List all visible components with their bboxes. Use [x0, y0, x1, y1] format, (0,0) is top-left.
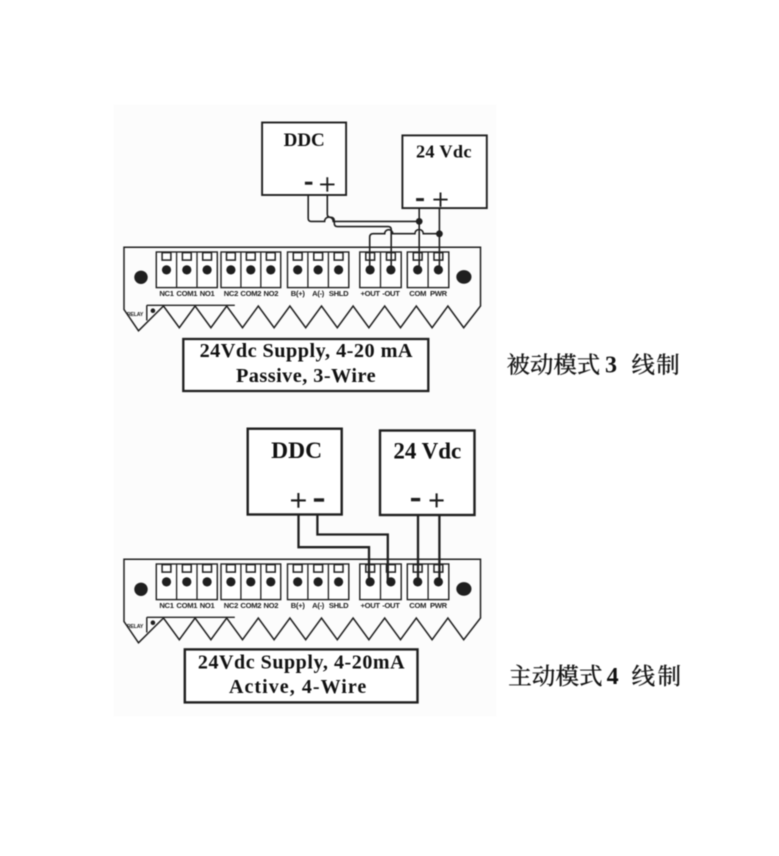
- svg-text:DDC: DDC: [271, 438, 322, 464]
- svg-text:NO1: NO1: [200, 289, 216, 298]
- svg-text:COM: COM: [409, 289, 426, 298]
- svg-text:RELAY: RELAY: [127, 312, 144, 318]
- svg-text:SHLD: SHLD: [329, 289, 349, 298]
- svg-text:24 Vdc: 24 Vdc: [416, 141, 472, 161]
- svg-text:NC1: NC1: [159, 289, 174, 298]
- svg-text:PWR: PWR: [430, 289, 448, 298]
- svg-text:Active, 4-Wire: Active, 4-Wire: [229, 676, 367, 698]
- svg-text:B(+): B(+): [291, 289, 306, 298]
- svg-text:COM2: COM2: [240, 289, 261, 298]
- svg-text:NC2: NC2: [224, 289, 238, 298]
- svg-text:Passive, 3-Wire: Passive, 3-Wire: [236, 365, 376, 387]
- svg-text:3: 3: [605, 353, 617, 379]
- svg-text:DDC: DDC: [284, 130, 325, 151]
- svg-text:+OUT: +OUT: [360, 289, 380, 298]
- svg-text:A(-): A(-): [312, 289, 325, 298]
- svg-text:NO2: NO2: [263, 289, 278, 298]
- svg-text:24 Vdc: 24 Vdc: [393, 438, 461, 463]
- svg-text:COM1: COM1: [176, 289, 198, 298]
- svg-text:24Vdc Supply, 4-20mA: 24Vdc Supply, 4-20mA: [198, 652, 405, 674]
- svg-text:24Vdc Supply, 4-20 mA: 24Vdc Supply, 4-20 mA: [200, 340, 413, 362]
- svg-text:-OUT: -OUT: [382, 289, 400, 298]
- svg-text:4: 4: [607, 664, 619, 690]
